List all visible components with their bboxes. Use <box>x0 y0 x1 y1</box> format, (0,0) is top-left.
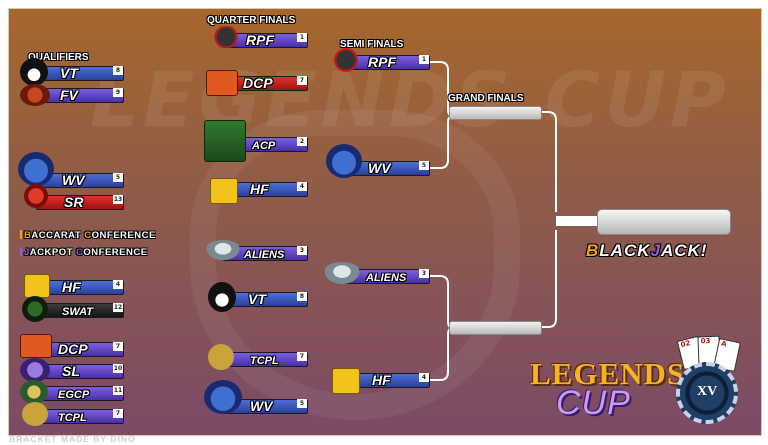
team-name: HF <box>250 181 269 197</box>
seed-number: 7 <box>297 352 307 361</box>
star-icon <box>326 48 366 72</box>
team-name: VT <box>60 65 78 81</box>
dcp-logo-icon <box>20 334 52 358</box>
seed-number: 8 <box>113 66 123 75</box>
grand-finals-label: GRAND FINALS <box>448 93 524 104</box>
cross-icon <box>22 402 48 426</box>
seed-number: 7 <box>297 76 307 85</box>
grand-final-slot-top[interactable] <box>449 106 542 120</box>
seed-number: 1 <box>419 55 429 64</box>
seed-number: 1 <box>297 33 307 42</box>
team-name: VT <box>248 291 266 307</box>
seed-number: 11 <box>113 386 123 395</box>
hf-shield-icon <box>24 274 50 298</box>
seed-number: 12 <box>113 303 123 312</box>
seed-number: 7 <box>113 409 123 418</box>
seed-number: 5 <box>297 399 307 408</box>
team-name: FV <box>60 87 78 103</box>
team-name: WV <box>250 398 273 414</box>
seed-number: 2 <box>297 137 307 146</box>
robot-icon <box>24 184 48 208</box>
chip-label: XV <box>697 384 718 399</box>
hf-shield-icon <box>210 178 238 204</box>
star-icon <box>206 26 246 48</box>
team-name: ALIENS <box>366 272 407 284</box>
team-name: RPF <box>246 32 274 48</box>
team-name: DCP <box>243 75 273 91</box>
wreath-icon <box>20 380 48 404</box>
semi-finals-label: SEMI FINALS <box>340 39 404 50</box>
cross-icon <box>208 344 234 370</box>
footer-credit: BRACKET MADE BY DINO <box>9 434 136 444</box>
viking-icon <box>204 380 242 414</box>
seed-number: 4 <box>419 373 429 382</box>
seed-number: 4 <box>297 182 307 191</box>
team-name: SWAT <box>62 306 93 318</box>
team-name: WV <box>368 160 391 176</box>
cup-logo-text: CUP <box>556 384 631 422</box>
team-name: TCPL <box>250 355 279 367</box>
team-name: DCP <box>58 341 88 357</box>
viking-icon <box>326 144 362 178</box>
team-name: HF <box>62 279 81 295</box>
penguin-icon <box>208 282 236 312</box>
sl-logo-icon <box>20 358 50 382</box>
flag-icon <box>204 120 246 162</box>
poker-chip-icon <box>676 362 738 424</box>
qualifiers-label: QUALIFIERS <box>28 52 89 63</box>
hf-shield-icon <box>332 368 360 394</box>
ufo-icon <box>322 262 362 286</box>
seed-number: 5 <box>419 161 429 170</box>
seed-number: 5 <box>113 173 123 182</box>
seed-number: 3 <box>419 269 429 278</box>
dcp-logo-icon <box>206 70 238 96</box>
team-name: WV <box>62 172 85 188</box>
team-name: ACP <box>252 140 276 152</box>
blackjack-title: BLACKJACK! <box>586 241 708 260</box>
quarter-finals-label: QUARTER FINALS <box>207 15 296 26</box>
team-name: TCPL <box>58 412 87 424</box>
viking-icon <box>18 152 54 186</box>
seed-number: 8 <box>297 292 307 301</box>
seed-number: 3 <box>297 246 307 255</box>
seed-number: 7 <box>113 342 123 351</box>
team-name: EGCP <box>58 389 90 401</box>
seed-number: 4 <box>113 280 123 289</box>
team-name: HF <box>372 372 391 388</box>
seed-number: 9 <box>113 88 123 97</box>
seed-number: 13 <box>113 195 123 204</box>
team-name: ALIENS <box>244 249 285 261</box>
ufo-icon <box>204 240 242 262</box>
team-name: SR <box>64 194 84 210</box>
skull-icon <box>22 296 48 322</box>
team-name: RPF <box>368 54 396 70</box>
champion-slot[interactable] <box>597 209 731 235</box>
baccarat-conference-legend: BACCARAT CONFERENCE <box>20 230 156 241</box>
penguin-icon <box>20 58 48 86</box>
seed-number: 10 <box>113 364 123 373</box>
dragon-icon <box>20 84 50 106</box>
grand-final-slot-bottom[interactable] <box>449 321 542 335</box>
jackpot-conference-legend: JACKPOT CONFERENCE <box>20 247 148 258</box>
team-name: SL <box>62 363 80 379</box>
legends-logo-text: LEGENDS <box>530 356 686 391</box>
